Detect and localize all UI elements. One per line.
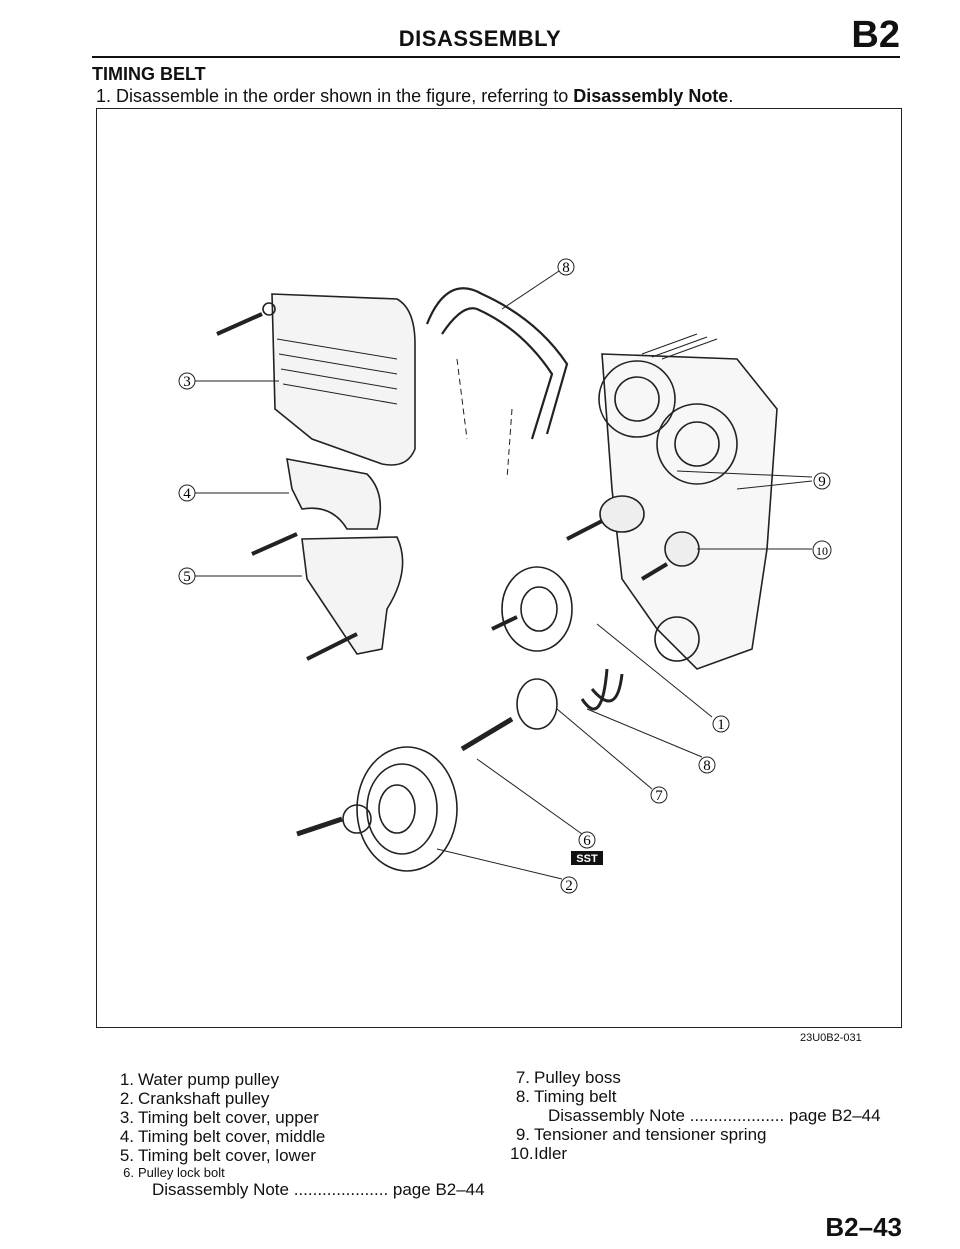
legend-item: 2.Crankshaft pulley [114, 1089, 485, 1108]
callout-label: 10 [816, 544, 828, 558]
callout-8-lower: 8 [698, 756, 716, 774]
callout-label: 1 [717, 717, 725, 733]
figure-callouts: 8 3 4 5 9 10 1 8 7 6 SST 2 [178, 258, 832, 894]
exploded-view-figure: 8 3 4 5 9 10 1 8 7 6 SST 2 [96, 108, 902, 1028]
legend-text: Crankshaft pulley [138, 1089, 270, 1108]
section-title: TIMING BELT [92, 64, 206, 84]
crankshaft-pulley-drawing [356, 746, 458, 872]
engine-block-drawing [601, 353, 778, 670]
exploded-view-drawing: 8 3 4 5 9 10 1 8 7 6 SST 2 [178, 258, 832, 894]
callout-2: 2 [560, 876, 578, 894]
callout-3: 3 [178, 372, 196, 390]
callout-9: 9 [813, 472, 831, 490]
legend-num: 9. [515, 1125, 530, 1144]
figure-code: 23U0B2-031 [800, 1032, 862, 1044]
callout-6: 6 [578, 831, 596, 849]
legend-text: Timing belt [534, 1087, 617, 1106]
legend-num: 5. [119, 1146, 134, 1165]
lower-cover-drawing [301, 536, 404, 655]
legend-text: Timing belt cover, middle [138, 1127, 326, 1146]
middle-cover-drawing [286, 458, 382, 530]
callout-label: 4 [183, 486, 191, 502]
legend-text: Water pump pulley [138, 1070, 280, 1089]
header-rule [92, 56, 900, 58]
instruction-prefix: 1. Disassemble in the order shown in the… [96, 86, 574, 106]
legend-item: 10.Idler [510, 1144, 881, 1163]
section-code: B2 [851, 14, 900, 56]
legend-item: 4.Timing belt cover, middle [114, 1127, 485, 1146]
legend-item: 7.Pulley boss [510, 1068, 881, 1087]
legend-item: 1.Water pump pulley [114, 1070, 485, 1089]
sst-badge: SST [571, 851, 603, 865]
legend-item: 3.Timing belt cover, upper [114, 1108, 485, 1127]
legend-item: 6. Pulley lock bolt [114, 1165, 485, 1180]
timing-belt-upper-drawing [425, 287, 569, 440]
legend-note: Disassembly Note .................... pa… [152, 1180, 485, 1199]
callout-10: 10 [812, 540, 832, 560]
callout-1: 1 [712, 715, 730, 733]
sst-badge-label: SST [576, 853, 598, 865]
callout-5: 5 [178, 567, 196, 585]
instruction-text: 1. Disassemble in the order shown in the… [96, 86, 733, 107]
legend-num: 3. [119, 1108, 134, 1127]
legend-num: 8. [515, 1087, 530, 1106]
legend-text: Timing belt cover, lower [138, 1146, 316, 1165]
page-number: B2–43 [825, 1212, 902, 1242]
legend-note: Disassembly Note .................... pa… [548, 1106, 881, 1125]
legend-text: Pulley lock bolt [138, 1165, 225, 1180]
legend-item: 5.Timing belt cover, lower [114, 1146, 485, 1165]
legend-num: 10. [510, 1144, 534, 1163]
callout-4: 4 [178, 484, 196, 502]
legend-item: 9.Tensioner and tensioner spring [510, 1125, 881, 1144]
legend-text: Timing belt cover, upper [138, 1108, 319, 1127]
callout-label: 3 [183, 374, 191, 390]
legend-num: 1. [119, 1070, 134, 1089]
callout-8-upper: 8 [557, 258, 575, 276]
page-header-title: DISASSEMBLY [398, 26, 562, 51]
callout-7: 7 [650, 786, 668, 804]
callout-label: 9 [818, 474, 826, 490]
legend-text: Pulley boss [534, 1068, 621, 1087]
legend-item: 8.Timing belt [510, 1087, 881, 1106]
legend-num: 6. [123, 1165, 134, 1180]
callout-label: 2 [565, 878, 573, 894]
callout-label: 8 [703, 758, 711, 774]
callout-label: 7 [655, 788, 663, 804]
legend-left: 1.Water pump pulley 2.Crankshaft pulley … [114, 1070, 485, 1199]
legend-text: Idler [534, 1144, 568, 1163]
legend-right: 7.Pulley boss 8.Timing belt Disassembly … [510, 1068, 881, 1163]
callout-label: 5 [183, 569, 191, 585]
callout-label: 6 [583, 833, 591, 849]
legend-text: Tensioner and tensioner spring [534, 1125, 767, 1144]
legend-num: 2. [119, 1089, 134, 1108]
legend-num: 7. [515, 1068, 530, 1087]
legend-num: 4. [119, 1127, 134, 1146]
instruction-emphasis: Disassembly Note [573, 86, 729, 106]
instruction-suffix: . [728, 86, 734, 106]
callout-label: 8 [562, 260, 570, 276]
